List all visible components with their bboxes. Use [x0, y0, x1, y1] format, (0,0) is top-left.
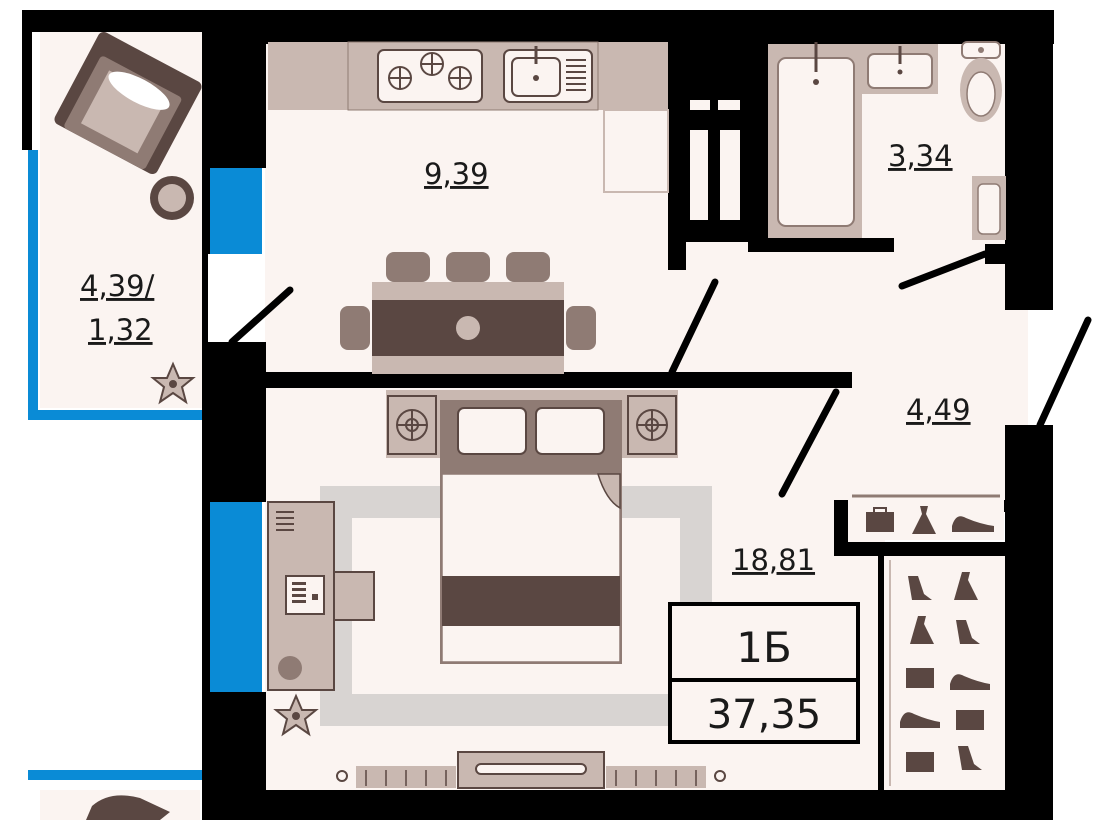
- outer-wall-right-lower: [1005, 425, 1053, 820]
- sink-icon: [503, 46, 593, 103]
- chair: [386, 252, 430, 282]
- balcony-area-line2: 1,32: [88, 313, 153, 347]
- outer-wall-right-upper: [1005, 10, 1053, 310]
- bedroom-window-frame: [202, 502, 210, 692]
- chair: [506, 252, 550, 282]
- washing-machine-icon: [972, 176, 1006, 240]
- bathroom-door: [898, 250, 989, 290]
- bath-wall-bottom: [748, 238, 894, 252]
- pillow: [535, 407, 605, 455]
- bedroom-area: 18,81: [732, 543, 815, 577]
- kitchen-hall-wall: [668, 42, 686, 270]
- washbasin-icon: [862, 44, 938, 94]
- bath-wall-right: [985, 244, 1009, 264]
- suitcase-icon: [906, 668, 934, 688]
- shoe-icon: [950, 674, 990, 690]
- shoe-icon: [958, 746, 982, 770]
- chair: [446, 252, 490, 282]
- bathroom-area: 3,34: [888, 139, 953, 173]
- balcony-door: [228, 286, 294, 346]
- pillow: [457, 407, 527, 455]
- entry-door: [1036, 316, 1092, 429]
- desk-icon: [267, 501, 375, 691]
- bath-wall-left: [748, 42, 768, 250]
- kitchen-area: 9,39: [424, 157, 489, 191]
- outer-wall-top: [204, 10, 1054, 44]
- dress-icon: [954, 572, 978, 600]
- kitchen-bedroom-wall: [262, 372, 852, 388]
- bed-icon: [386, 390, 678, 664]
- window-gap-frame: [202, 254, 208, 344]
- bathtub-icon: [768, 42, 862, 238]
- shoe-icon: [900, 712, 940, 728]
- blanket: [441, 473, 621, 663]
- closet-partition: [878, 556, 884, 790]
- rug: [320, 486, 712, 726]
- shoe-icon: [908, 576, 932, 600]
- radiator: [336, 751, 726, 789]
- outer-wall-bottom: [202, 790, 1052, 820]
- vent-shaft: [686, 42, 748, 242]
- kitchen-door: [668, 278, 719, 376]
- closet-wall-bottom: [834, 542, 1006, 556]
- plant-icon: [273, 693, 319, 737]
- armchair-icon: [54, 31, 202, 175]
- bedroom-door: [778, 388, 840, 498]
- hallway-area: 4,49: [906, 393, 971, 427]
- shoe-icon: [952, 516, 994, 532]
- bottom-balcony-window: [28, 770, 204, 780]
- dress-icon: [910, 616, 934, 644]
- dress-icon: [912, 506, 936, 534]
- apartment-type: 1Б: [736, 623, 792, 672]
- doors: [228, 250, 1092, 498]
- desk-chair: [333, 571, 375, 621]
- shoe-shelf: [848, 494, 1004, 540]
- chair: [566, 306, 596, 350]
- balcony-wall-left: [22, 10, 32, 150]
- balcony-area-line1: 4,39/: [80, 269, 155, 303]
- outer-wall-left-upper: [202, 10, 266, 168]
- balcony-window-bottom: [28, 410, 204, 420]
- kitchen-window-frame: [202, 168, 210, 254]
- apartment-badge: [668, 602, 860, 744]
- round-table-icon: [150, 176, 194, 220]
- walls: [22, 10, 1054, 820]
- plant-icon: [150, 361, 196, 405]
- apartment-total-area: 37,35: [707, 692, 822, 738]
- windows: [28, 150, 262, 780]
- balcony-window-left: [28, 150, 38, 420]
- chair: [340, 306, 370, 350]
- kitchen-window: [206, 168, 262, 254]
- stove-icon: [377, 49, 483, 103]
- bedroom-window: [206, 502, 262, 692]
- toilet-icon: [960, 41, 1002, 122]
- dining-set: [340, 252, 596, 374]
- outer-wall-left-mid: [202, 342, 266, 502]
- balcony-wall-top: [22, 10, 204, 32]
- wardrobe: [886, 558, 1004, 788]
- shoe-icon: [956, 620, 980, 644]
- suitcase-icon: [866, 512, 894, 532]
- suitcase-icon: [906, 752, 934, 772]
- suitcase-icon: [956, 710, 984, 730]
- fridge: [603, 109, 669, 193]
- armchair-icon: [86, 795, 170, 820]
